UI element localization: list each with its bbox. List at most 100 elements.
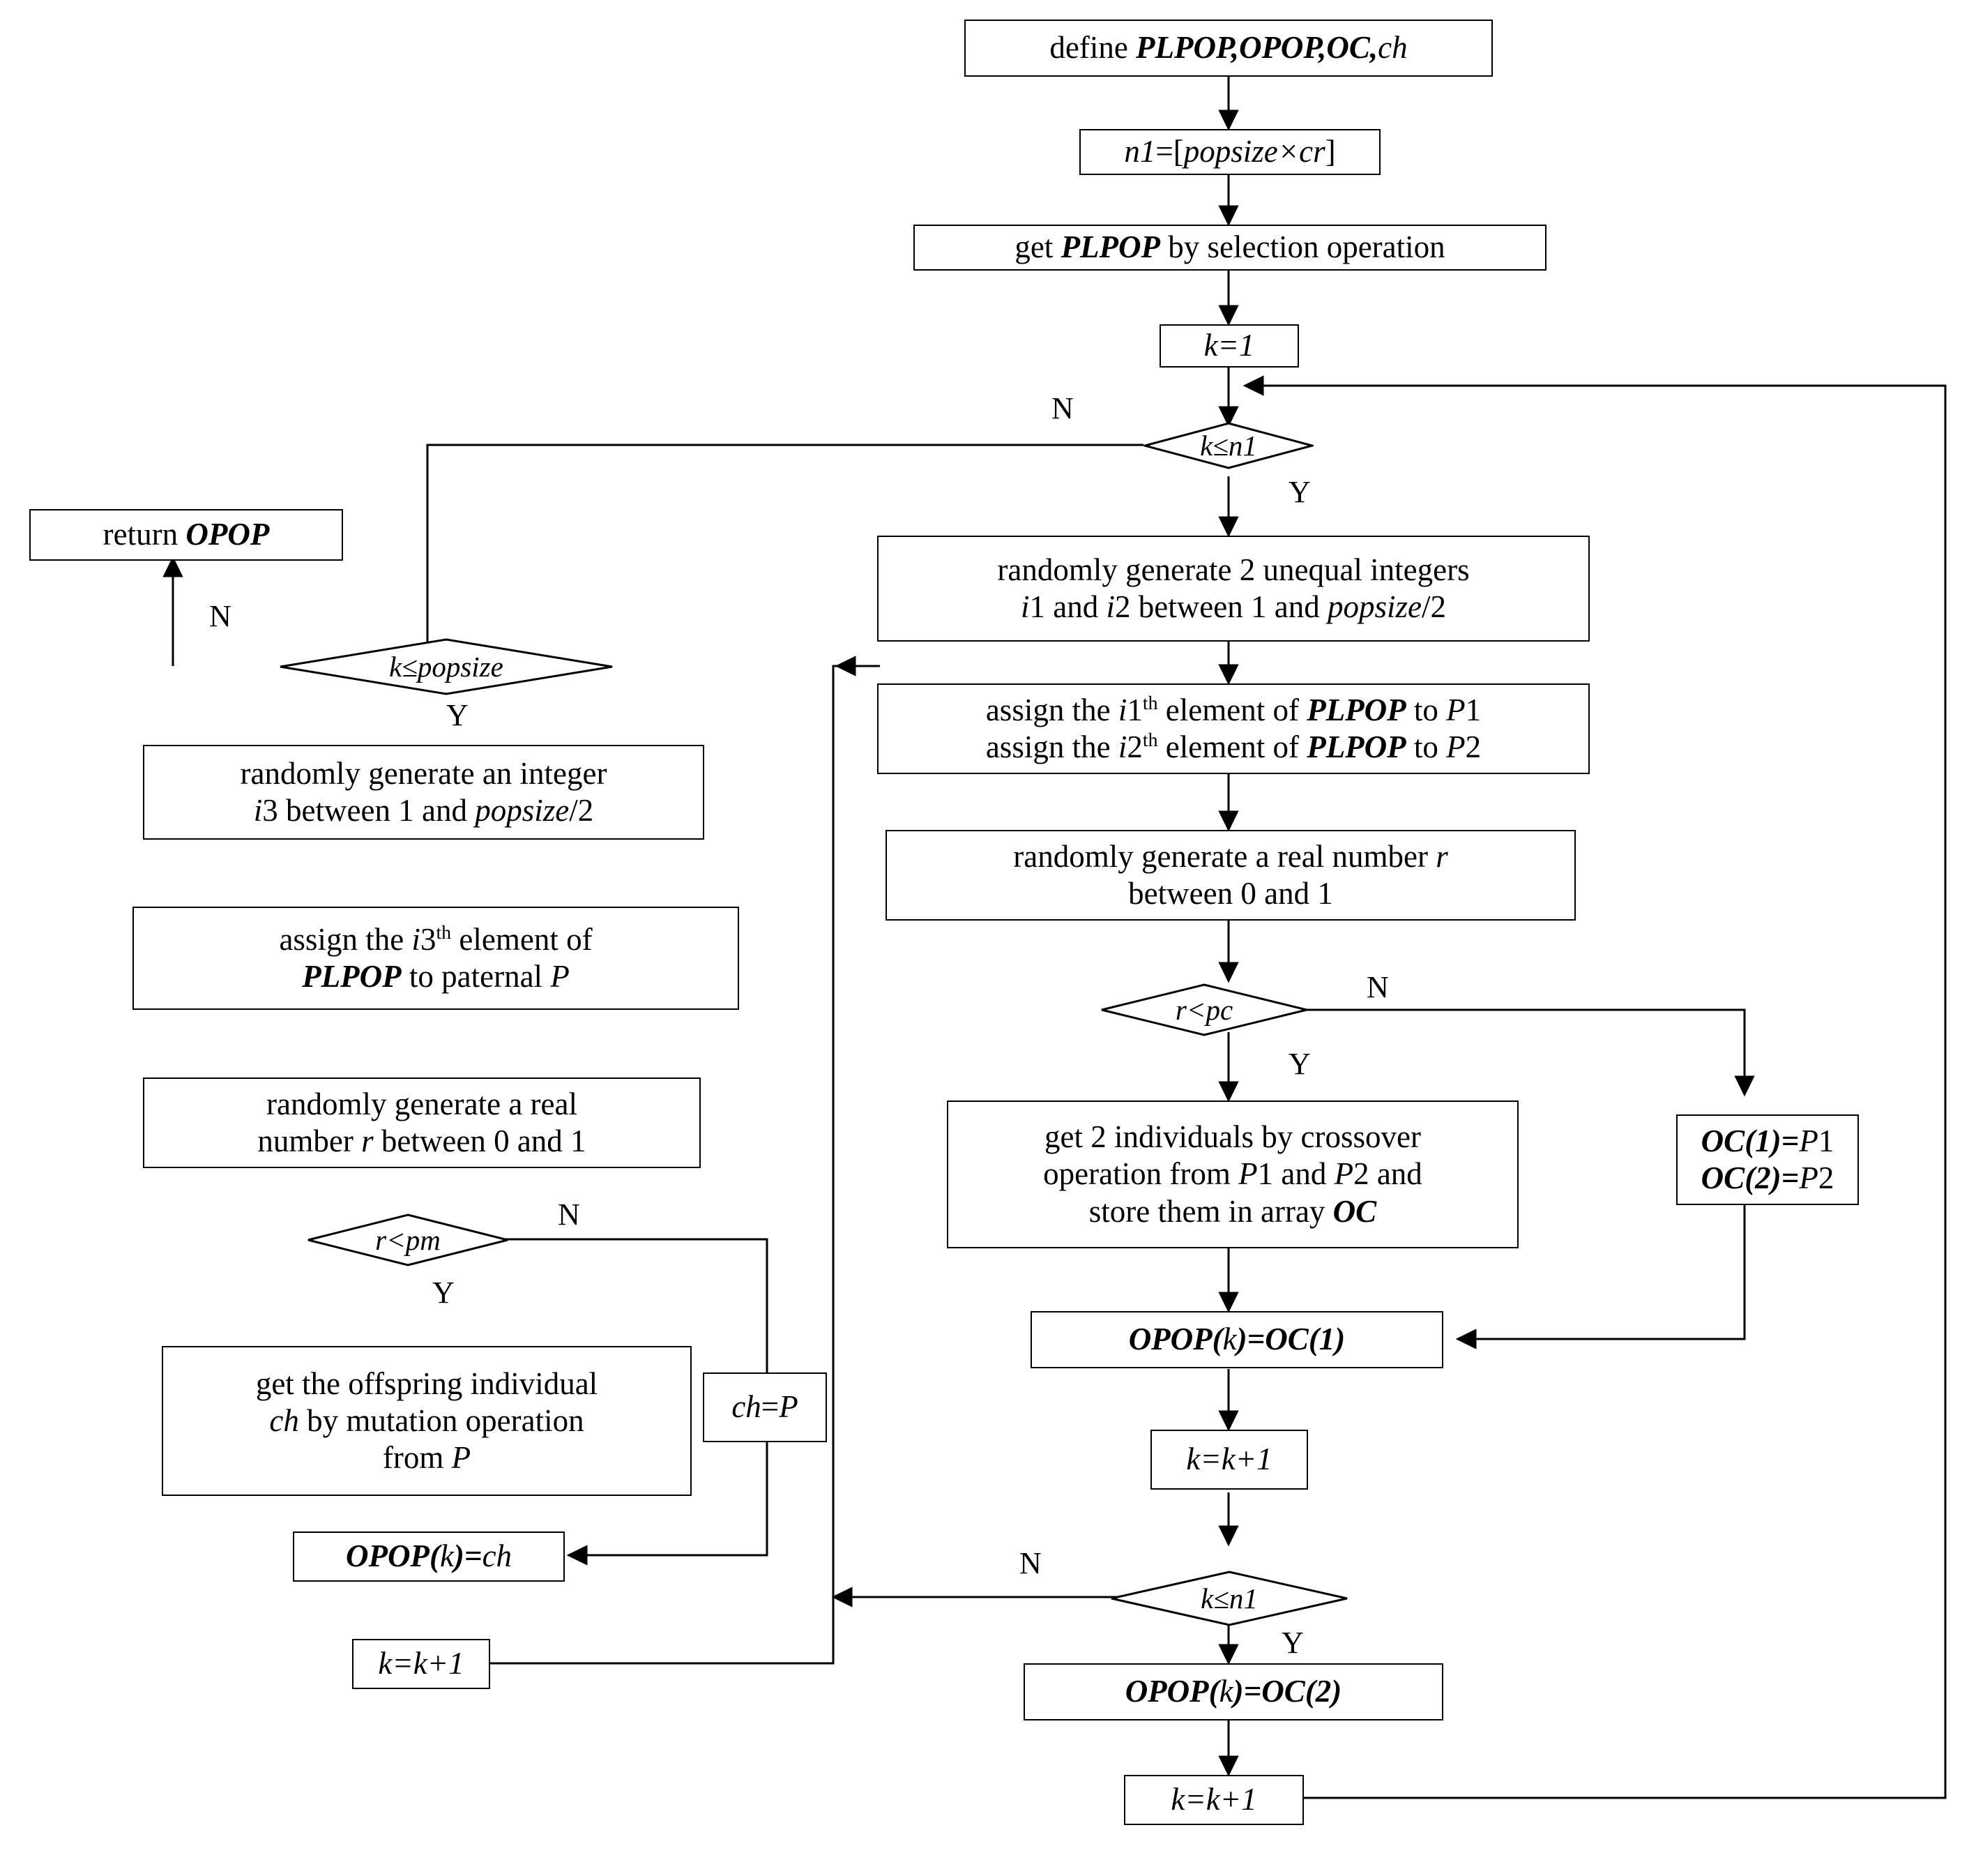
k-init-label: k=1 <box>1203 328 1255 363</box>
geni3-line1: randomly generate an integer <box>240 755 607 791</box>
assignp-th: th <box>436 921 452 944</box>
assign2-P: P <box>1446 729 1466 764</box>
assign2-pre: assign the <box>985 729 1118 764</box>
node-assign-paternal[interactable]: assign the i3th element of PLPOP to pate… <box>132 907 739 1010</box>
return-pre: return <box>102 517 186 552</box>
gen2int-line1: randomly generate 2 unequal integers <box>997 552 1470 587</box>
decision-k-le-n1-top[interactable]: k≤n1 <box>1143 422 1314 469</box>
diamond-shape <box>1111 1571 1348 1626</box>
kinc-r1-label: k=k+1 <box>1186 1442 1272 1477</box>
mut-line2: ch by mutation operation <box>170 1402 683 1439</box>
genrl-r: r <box>361 1124 374 1158</box>
genrl-post: between 0 and 1 <box>373 1124 586 1158</box>
node-ch-equals-p[interactable]: ch=P <box>703 1372 827 1442</box>
assignp-i: i <box>411 921 420 957</box>
decision-r-lt-pc-label: r<pc <box>1175 994 1233 1026</box>
n1-eq: =[ <box>1155 134 1184 169</box>
node-get-plpop[interactable]: get PLPOP by selection operation <box>913 225 1546 271</box>
decision-k-le-popsize-label: k≤popsize <box>389 651 503 683</box>
assignp-line1: assign the i3th element of <box>141 921 731 958</box>
oc1-P: P <box>1799 1123 1818 1158</box>
opopch-k: k <box>439 1538 454 1574</box>
cross-op: operation from <box>1043 1156 1239 1192</box>
assign2-Pn: 2 <box>1465 729 1482 764</box>
kinc-l-label: k=k+1 <box>378 1646 464 1681</box>
mut-P: P <box>451 1440 471 1476</box>
n1-close: ] <box>1325 134 1336 169</box>
gen2int-line2: i1 and i2 between 1 and popsize/2 <box>886 589 1581 626</box>
geni3-half: /2 <box>569 793 594 828</box>
label-kn1-bot-yes: Y <box>1282 1626 1304 1660</box>
node-opop-k-ch[interactable]: OPOP(k)=ch <box>293 1531 565 1582</box>
geni3-mid: 3 between 1 and <box>262 793 476 828</box>
assign2-mid: element of <box>1157 729 1307 764</box>
label-rpm-no: N <box>558 1197 580 1232</box>
assign1-to: to <box>1406 692 1447 727</box>
oc2-eq: (2)= <box>1745 1160 1800 1195</box>
opopch-open: ( <box>429 1538 440 1574</box>
diamond-shape <box>280 638 613 695</box>
oc2-name: OC <box>1701 1160 1745 1195</box>
node-opop-k-oc2[interactable]: OPOP(k)=OC(2) <box>1024 1663 1443 1720</box>
oc2-line: OC(2)=P2 <box>1685 1160 1850 1197</box>
mut-line1: get the offspring individual <box>255 1366 598 1401</box>
label-kn1-top-no: N <box>1051 391 1074 425</box>
getplpop-post: by selection operation <box>1160 229 1445 265</box>
assign1-mid: element of <box>1157 692 1307 727</box>
crossover-line3: store them in array OC <box>955 1193 1510 1230</box>
gen2int-p2: 2 between 1 and <box>1115 589 1328 624</box>
node-k-increment-right-2[interactable]: k=k+1 <box>1124 1775 1304 1825</box>
node-generate-real-right[interactable]: randomly generate a real number r betwee… <box>886 830 1576 921</box>
gen2int-half: /2 <box>1421 589 1446 624</box>
oc1-line: OC(1)=P1 <box>1685 1123 1850 1160</box>
assign-line1: assign the i1th element of PLPOP to P1 <box>886 692 1581 729</box>
node-define[interactable]: define PLPOP,OPOP,OC,ch <box>964 20 1493 77</box>
node-generate-real-left[interactable]: randomly generate a real number r betwee… <box>143 1077 701 1168</box>
node-generate-2-integers[interactable]: randomly generate 2 unequal integers i1 … <box>877 536 1590 642</box>
node-n1-assign[interactable]: n1=[popsize×cr] <box>1079 129 1381 175</box>
define-text-plain: define <box>1049 30 1137 66</box>
oc1-name: OC <box>1701 1123 1745 1158</box>
label-kn1-bot-no: N <box>1019 1546 1042 1580</box>
node-generate-i3[interactable]: randomly generate an integer i3 between … <box>143 745 704 840</box>
decision-r-lt-pm[interactable]: r<pm <box>307 1213 509 1266</box>
label-rpm-yes: Y <box>432 1276 455 1310</box>
crossover-line1: get 2 individuals by crossover <box>1044 1119 1421 1155</box>
assign2-to: to <box>1406 729 1447 764</box>
decision-k-le-n1-bottom[interactable]: k≤n1 <box>1110 1571 1348 1626</box>
cheqp-eq: = <box>761 1389 780 1425</box>
opopoc2-idx: (2) <box>1305 1674 1342 1709</box>
node-mutation[interactable]: get the offspring individual ch by mutat… <box>162 1346 692 1496</box>
node-k-increment-right-1[interactable]: k=k+1 <box>1150 1430 1308 1490</box>
decision-k-le-popsize[interactable]: k≤popsize <box>279 638 614 695</box>
node-k-init[interactable]: k=1 <box>1160 324 1299 368</box>
opopoc1-name: OPOP <box>1128 1322 1213 1357</box>
cheqp-P: P <box>779 1389 798 1425</box>
assign1-P: P <box>1446 692 1466 727</box>
label-kpop-yes: Y <box>446 698 469 732</box>
cross-P2: P <box>1334 1156 1354 1192</box>
node-crossover[interactable]: get 2 individuals by crossover operation… <box>947 1100 1519 1248</box>
mut-from: from <box>382 1440 452 1476</box>
node-opop-k-oc1[interactable]: OPOP(k)=OC(1) <box>1031 1311 1443 1368</box>
geni3-line2: i3 between 1 and popsize/2 <box>151 792 696 829</box>
cross-OC: OC <box>1332 1193 1377 1229</box>
return-var: OPOP <box>185 517 270 552</box>
decision-r-lt-pc[interactable]: r<pc <box>1100 983 1308 1036</box>
genrl-pre: number <box>257 1124 362 1158</box>
geni3-popsize: popsize <box>475 793 570 828</box>
kinc-r2-label: k=k+1 <box>1171 1782 1257 1817</box>
define-text-vars: PLPOP,OPOP,OC, <box>1136 30 1378 66</box>
node-assign-p1-p2[interactable]: assign the i1th element of PLPOP to P1 a… <box>877 683 1590 774</box>
assign1-i: i <box>1118 692 1127 727</box>
opopch-name: OPOP <box>345 1538 430 1574</box>
genr-right-line1: randomly generate a real number r <box>894 838 1567 875</box>
decision-k-le-n1-bottom-label: k≤n1 <box>1201 1582 1258 1614</box>
geni3-i: i <box>253 793 263 828</box>
node-k-increment-left[interactable]: k=k+1 <box>352 1639 490 1689</box>
opopch-ch: ch <box>482 1538 512 1574</box>
opopch-eq: )= <box>453 1538 482 1574</box>
node-return-opop[interactable]: return OPOP <box>29 509 343 561</box>
node-oc-equals-parents[interactable]: OC(1)=P1 OC(2)=P2 <box>1676 1114 1859 1205</box>
